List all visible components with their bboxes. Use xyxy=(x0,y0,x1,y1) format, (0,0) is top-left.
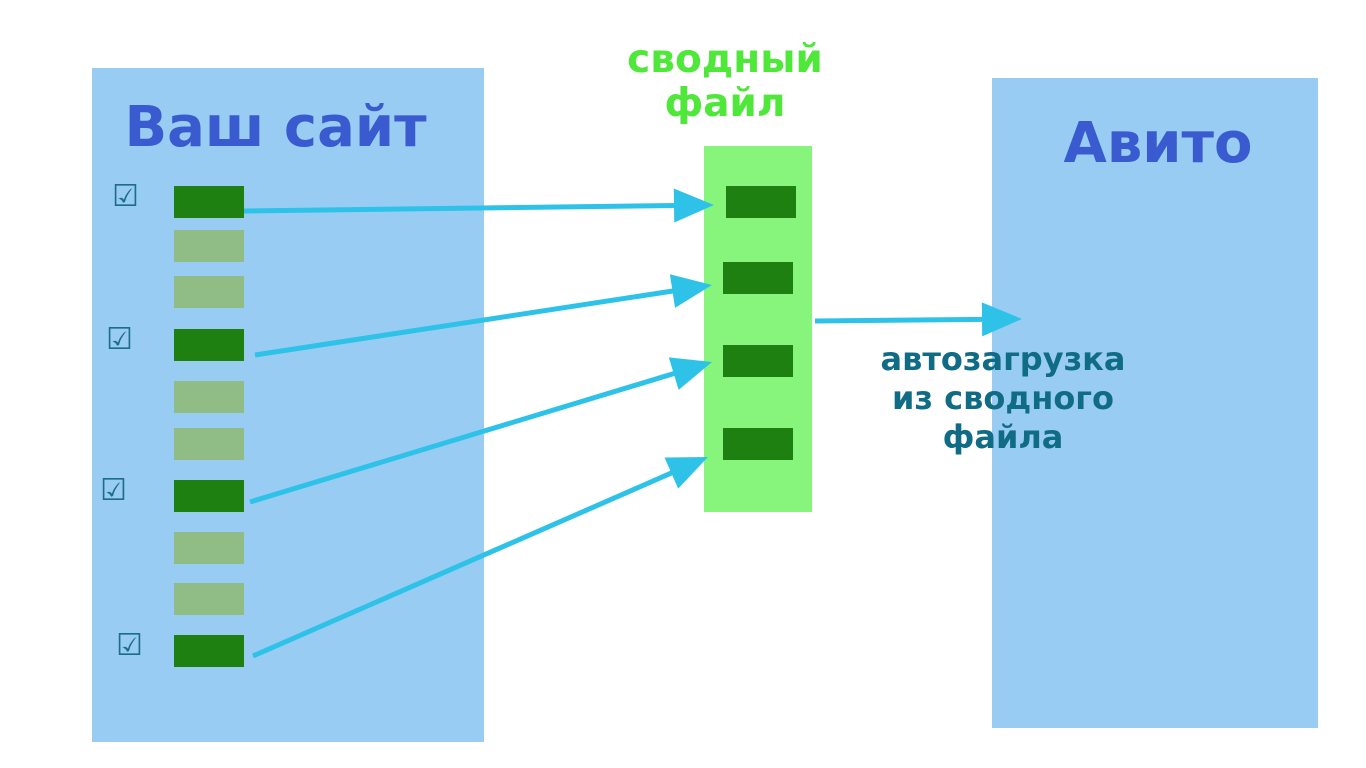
summary-file-title: сводный файл xyxy=(627,37,823,126)
checked-checkbox-icon: ☑ xyxy=(106,322,133,357)
selected-listing xyxy=(174,186,244,218)
your-site-panel xyxy=(92,68,484,742)
unselected-listing xyxy=(174,532,244,564)
checked-checkbox-icon: ☑ xyxy=(116,628,143,663)
flow-arrow-head xyxy=(668,357,712,390)
flow-arrow-head xyxy=(673,188,714,223)
flow-arrow-line xyxy=(243,202,677,214)
flow-arrow-head xyxy=(664,457,708,489)
unselected-listing xyxy=(174,276,244,308)
selected-listing xyxy=(174,329,244,361)
checked-checkbox-icon: ☑ xyxy=(112,179,139,214)
summary-record xyxy=(723,262,793,294)
flow-arrow-head xyxy=(981,302,1022,337)
flow-arrow-line xyxy=(254,288,675,358)
summary-record xyxy=(723,345,793,377)
checked-checkbox-icon: ☑ xyxy=(100,473,127,508)
flow-arrow-head xyxy=(669,274,712,308)
selected-listing xyxy=(174,480,244,512)
avito-panel xyxy=(992,78,1318,728)
auto-upload-caption: автозагрузка из сводного файла xyxy=(880,340,1126,456)
unselected-listing xyxy=(174,230,244,262)
avito-title: Авито xyxy=(1063,111,1253,176)
selected-listing xyxy=(174,635,244,667)
flow-arrow-line xyxy=(814,316,985,324)
flow-arrow-line xyxy=(249,370,677,505)
unselected-listing xyxy=(174,583,244,615)
your-site-title: Ваш сайт xyxy=(124,95,427,160)
unselected-listing xyxy=(174,428,244,460)
summary-record xyxy=(726,186,796,218)
flow-arrow-line xyxy=(251,469,675,659)
summary-record xyxy=(723,428,793,460)
unselected-listing xyxy=(174,381,244,413)
